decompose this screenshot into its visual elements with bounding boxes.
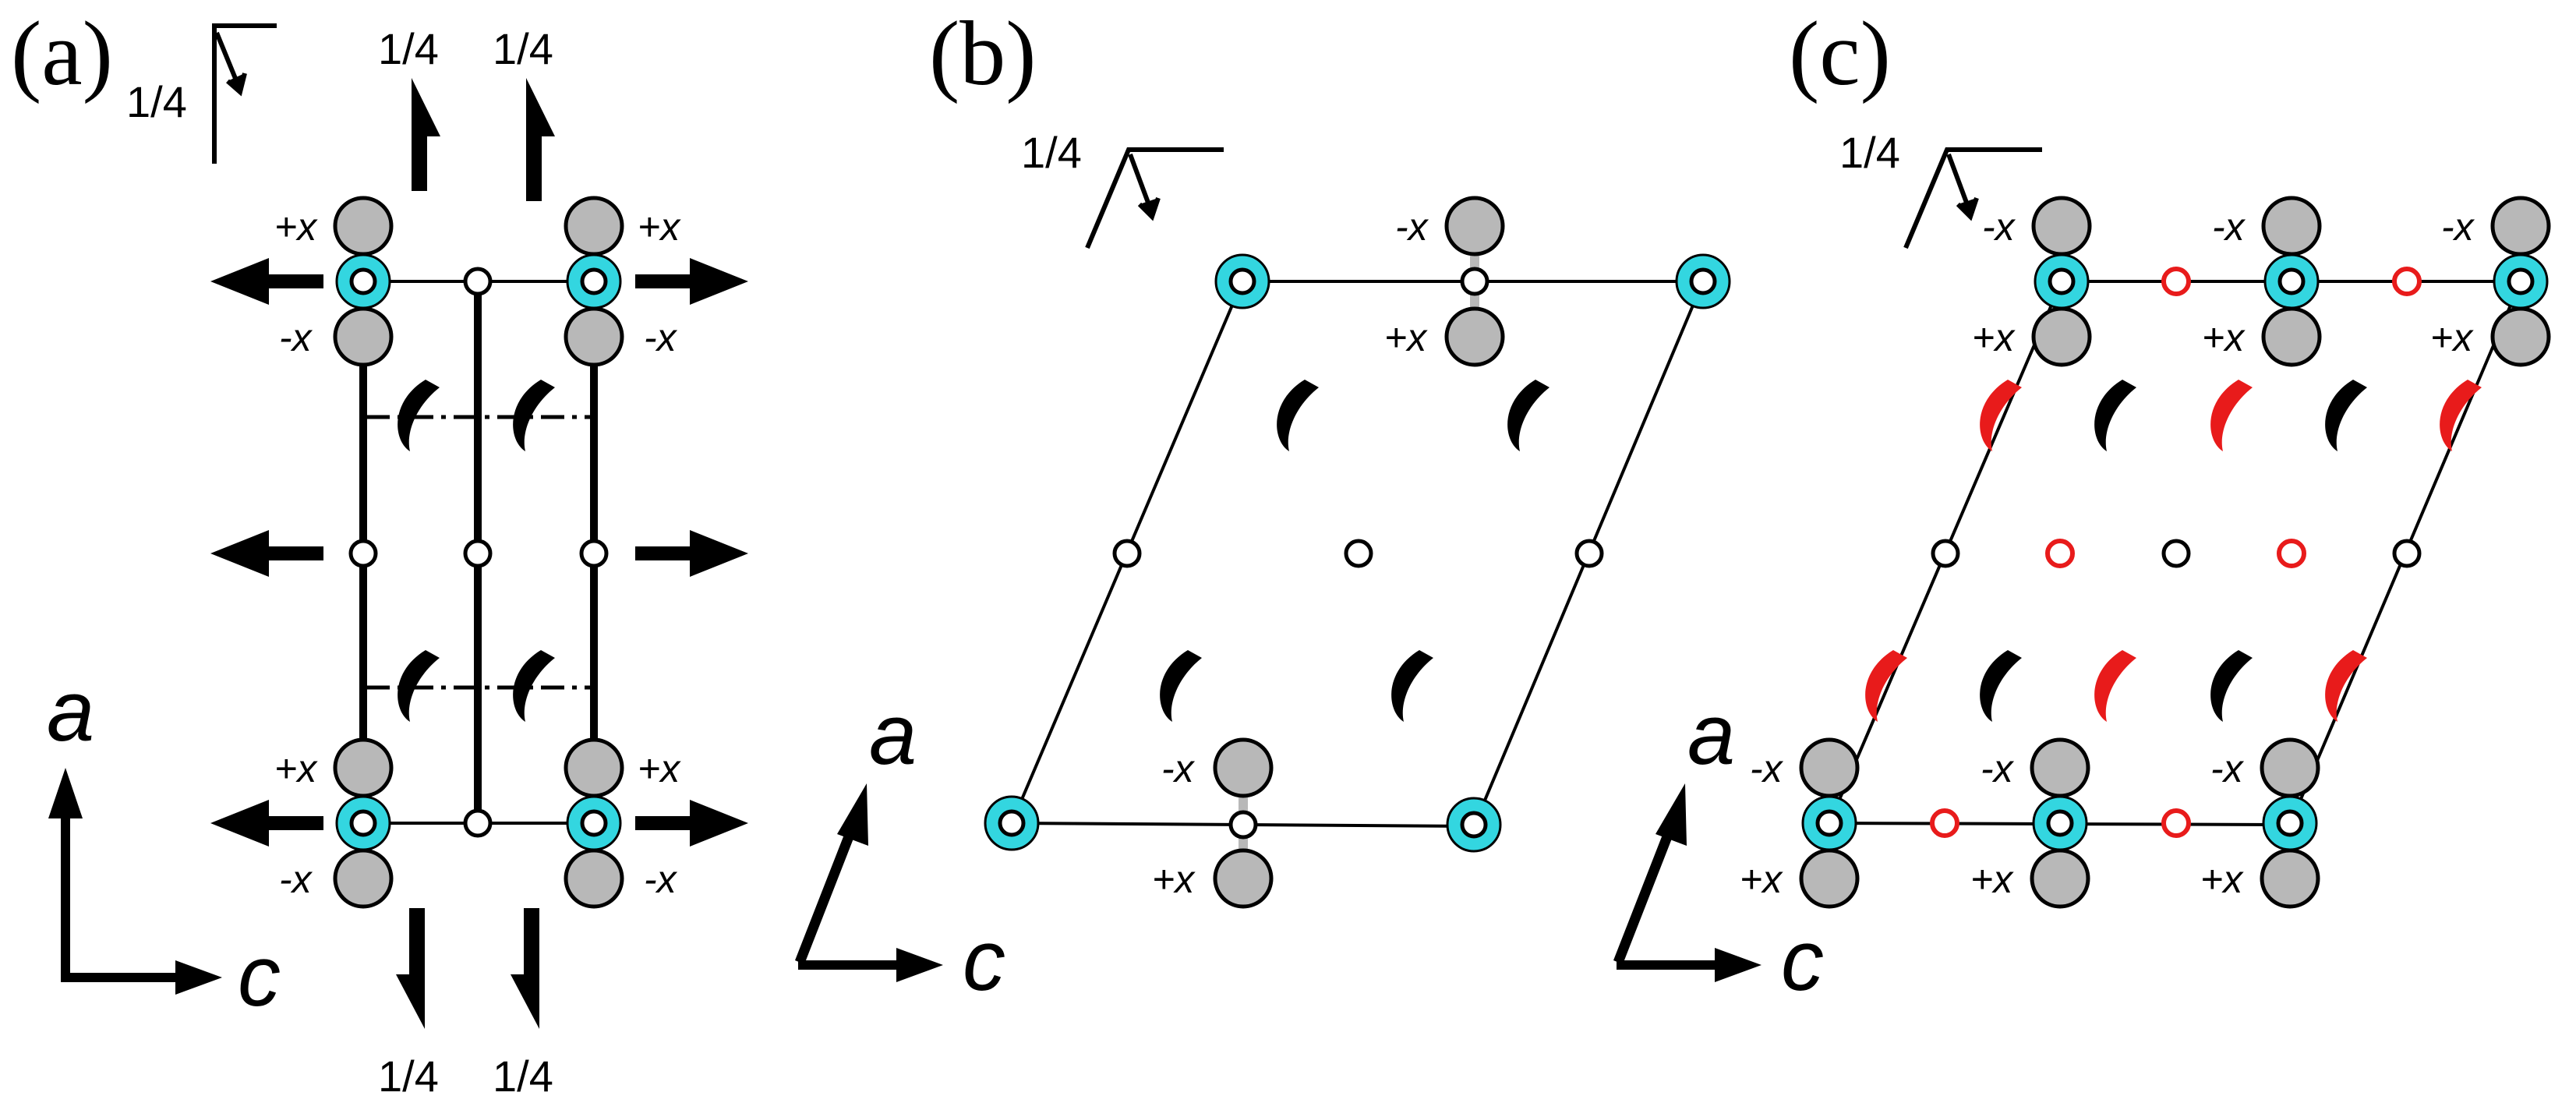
axis-arrows-b [795, 783, 943, 982]
panel-b: (b) 1/4 [795, 2, 1731, 1009]
axis-label-c: c [238, 928, 281, 1024]
quarter-label-top-left: 1/4 [378, 24, 439, 73]
quarter-label-bottom-left: 1/4 [378, 1052, 439, 1101]
twofold-axis-arrow-left-mid [210, 530, 323, 577]
twofold-axis-arrow-right-top [635, 258, 748, 305]
inversion-centers-b [1112, 539, 1604, 568]
glide-height-corner-icon [1085, 147, 1224, 249]
atom-label: -x [1161, 747, 1196, 790]
atom-label: -x [644, 857, 678, 901]
twofold-axis-arrow-left-top [210, 258, 323, 305]
atom-label: -x [644, 316, 678, 359]
twofold-screw-arrow-top-left [412, 78, 440, 191]
red-inversion-centers-c [1930, 267, 2422, 838]
quarter-label: 1/4 [126, 77, 187, 126]
quarter-label-bottom-right: 1/4 [493, 1052, 553, 1101]
glide-plane-lines [366, 415, 592, 690]
atom-group-c-top-3 [2490, 196, 2551, 367]
atom-label: -x [1982, 205, 2016, 249]
atom-label: -x [2210, 747, 2245, 790]
panel-label-a: (a) [11, 2, 113, 104]
quarter-label: 1/4 [1839, 128, 1900, 177]
atom-label: +x [2200, 857, 2244, 901]
atom-group-a-top-right [564, 196, 624, 367]
atom-label: +x [638, 205, 681, 249]
atom-label: +x [1740, 857, 1783, 901]
panel-label-c: (c) [1789, 2, 1891, 104]
atom-group-c-bottom-2 [2030, 737, 2090, 909]
atom-label: +x [274, 205, 318, 249]
atom-group-b-bottom [1213, 737, 1274, 909]
twofold-axis-arrow-right-bottom [635, 800, 748, 847]
twofold-axis-arrow-left-bottom [210, 800, 323, 847]
quarter-label-top-right: 1/4 [493, 24, 553, 73]
quarter-label: 1/4 [1021, 128, 1082, 177]
atom-group-a-bottom-left [333, 737, 394, 909]
axis-label-c: c [963, 913, 1005, 1009]
atom-label: +x [1384, 316, 1428, 359]
panel-a: (a) 1/4 1/4 1/4 1/4 1/4 [11, 2, 748, 1101]
atom-minus-x [333, 306, 394, 367]
axis-arrows-a [48, 768, 222, 995]
atom-group-b-top [1444, 196, 1505, 367]
atom-group-c-bottom-1 [1799, 737, 1860, 909]
atom-plus-x [333, 196, 394, 256]
atom-group-c-top-2 [2261, 196, 2322, 367]
panel-c: (c) 1/4 [1613, 2, 2551, 1009]
twofold-screw-arrow-top-right [526, 78, 555, 201]
inversion-centers-a [348, 267, 609, 838]
atom-group-c-bottom-3 [2260, 737, 2320, 909]
atom-label: +x [1972, 316, 2016, 359]
panel-label-b: (b) [929, 2, 1037, 104]
twofold-axis-arrow-right-mid [635, 530, 748, 577]
atom-label: +x [2430, 316, 2474, 359]
atom-label: -x [2212, 205, 2246, 249]
atom-label: -x [279, 857, 313, 901]
atom-label: +x [1152, 857, 1196, 901]
axis-label-a: a [47, 663, 94, 759]
atom-group-a-top-left [333, 196, 394, 367]
twofold-screw-arrow-bottom-left [396, 908, 425, 1029]
axis-label-c: c [1781, 913, 1824, 1009]
atom-label: +x [638, 747, 681, 790]
cyan-sites-b [984, 253, 1731, 853]
atom-label: -x [1981, 747, 2015, 790]
axis-label-a: a [1687, 687, 1735, 783]
glide-height-corner-icon [212, 23, 277, 164]
atom-label: -x [1750, 747, 1784, 790]
atom-label: +x [274, 747, 318, 790]
atom-label: -x [1395, 205, 1429, 249]
atom-label: -x [2441, 205, 2475, 249]
atom-group-c-top-1 [2031, 196, 2092, 367]
glide-height-corner-icon [1903, 147, 2042, 249]
atom-group-a-bottom-right [564, 737, 624, 909]
axis-label-a: a [869, 687, 917, 783]
atom-label: +x [2202, 316, 2246, 359]
atom-label: +x [1970, 857, 2014, 901]
inversion-centers-c [1931, 539, 2422, 568]
inversion-center-icon [349, 267, 377, 295]
twofold-screw-arrow-bottom-right [511, 908, 539, 1029]
atom-label: -x [279, 316, 313, 359]
axis-arrows-c [1613, 783, 1762, 982]
